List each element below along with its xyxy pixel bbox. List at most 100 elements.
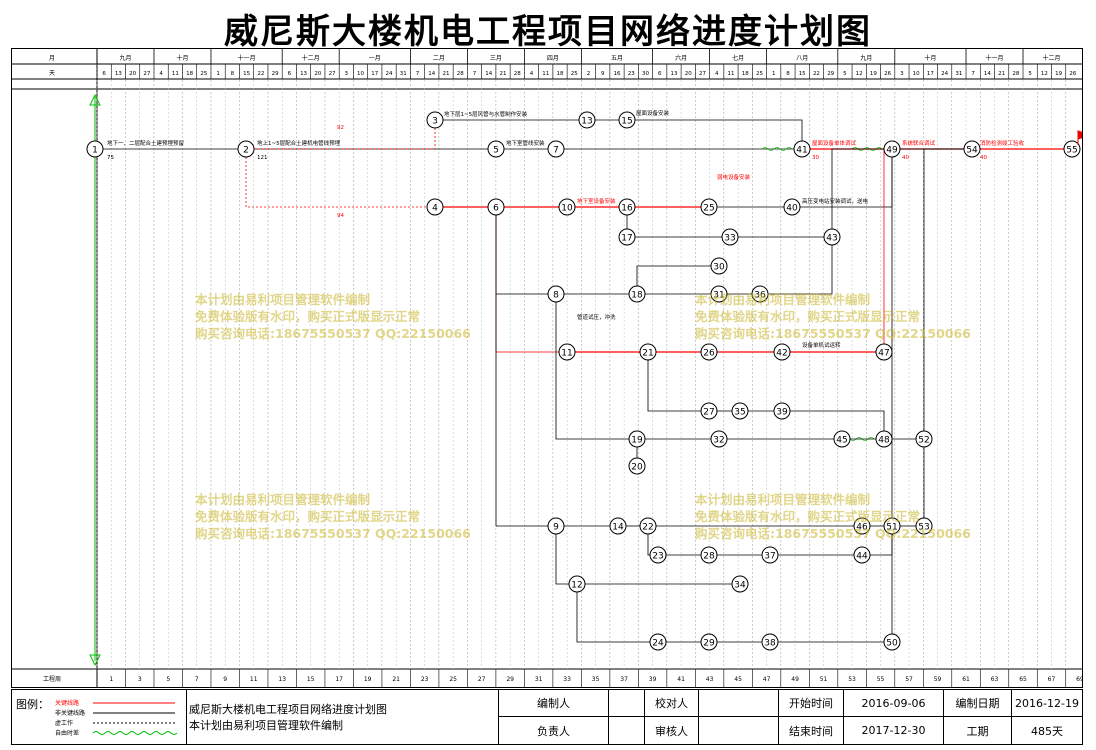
month-label: 八月 [796, 55, 808, 62]
activity-label: 屋面设备单体调试 [812, 139, 857, 147]
activity-label: 管道试压，冲洗 [577, 313, 616, 321]
week-label: 55 [877, 676, 885, 683]
event-node [558, 198, 576, 216]
activity-arrow [576, 592, 650, 643]
week-label: 17 [335, 676, 343, 683]
day-label: 31 [400, 71, 407, 77]
day-label: 22 [257, 71, 264, 77]
event-node [618, 198, 636, 216]
week-label: 29 [506, 676, 514, 683]
event-node-number: 48 [878, 436, 890, 446]
event-node [578, 111, 596, 129]
day-label: 20 [685, 71, 692, 77]
event-node [568, 575, 586, 593]
week-label: 19 [364, 676, 372, 683]
event-node-number: 17 [621, 234, 632, 244]
event-node-number: 10 [561, 204, 573, 214]
event-node-number: 16 [621, 204, 633, 214]
event-node-number: 3 [432, 117, 438, 127]
legend-swatches: 关键线路 非关键线路 虚工作 自由时差 [55, 699, 178, 737]
week-label: 65 [1019, 676, 1027, 683]
event-node [700, 546, 718, 564]
week-label: 49 [791, 676, 799, 683]
day-label: 10 [913, 71, 920, 77]
event-node-number: 41 [796, 146, 807, 156]
event-node-number: 20 [631, 463, 643, 473]
day-label: 11 [727, 71, 734, 77]
event-node [883, 633, 901, 651]
day-label: 14 [485, 71, 492, 77]
day-label: 14 [428, 71, 435, 77]
event-node-number: 1 [92, 146, 98, 156]
footer-software: 本计划由易利项目管理软件编制 [189, 719, 343, 732]
free-float-line [761, 147, 793, 151]
day-label: 21 [998, 71, 1005, 77]
event-node-number: 27 [703, 408, 714, 418]
event-node-number: 14 [612, 523, 624, 533]
week-label: 37 [620, 676, 628, 683]
month-label: 五月 [611, 55, 623, 62]
day-label: 18 [742, 71, 749, 77]
event-node-number: 26 [703, 349, 715, 359]
legend-item-dummy: 虚工作 [55, 719, 73, 727]
day-label: 8 [786, 71, 790, 77]
month-label: 十月 [176, 54, 188, 62]
day-label: 6 [658, 71, 662, 77]
watermark: 本计划由易利项目管理软件编制 免费体验版有水印，购买正式版显示正常 购买咨询电话… [695, 292, 971, 341]
day-label: 10 [357, 71, 364, 77]
start-label: 开始时间 [779, 690, 844, 717]
day-label: 29 [827, 71, 834, 77]
event-node [915, 430, 933, 448]
activity-arrow [555, 534, 569, 585]
date-value: 2016-12-19 [1012, 690, 1082, 717]
day-label: 21 [500, 71, 507, 77]
event-node-number: 49 [886, 146, 898, 156]
day-label: 19 [870, 71, 877, 77]
event-node [793, 140, 811, 158]
week-label: 69 [1076, 676, 1082, 683]
event-node-number: 19 [631, 436, 643, 446]
week-label: 25 [449, 676, 457, 683]
day-label: 17 [371, 71, 378, 77]
activity-arrow [768, 245, 833, 295]
activity-label: 94 [337, 213, 344, 219]
event-node-number: 40 [786, 204, 798, 214]
day-row-label: 天 [49, 70, 55, 77]
week-label: 47 [763, 676, 771, 683]
day-label: 18 [557, 71, 564, 77]
day-label: 25 [571, 71, 578, 77]
day-label: 20 [129, 71, 136, 77]
event-node-number: 15 [621, 117, 632, 127]
week-label: 1 [109, 676, 113, 683]
activity-label: 地下层1~5层风管与水管制作安装 [444, 110, 528, 118]
month-label: 十月 [924, 54, 936, 62]
event-node-number: 11 [561, 349, 572, 359]
event-node [1063, 140, 1081, 158]
activity-labels: 月天工程周九月十月十一月十二月一月二月三月四月五月六月七月八月九月十月十一月十二… [43, 54, 1084, 683]
event-node [628, 285, 646, 303]
week-label: 15 [307, 676, 315, 683]
duration-label: 工期 [944, 717, 1012, 744]
activity-arrow [555, 302, 629, 440]
day-label: 24 [941, 71, 948, 77]
day-label: 28 [1012, 71, 1019, 77]
checker-label: 校对人 [644, 690, 699, 717]
event-node [609, 517, 627, 535]
day-label: 26 [884, 71, 891, 77]
day-label: 5 [1028, 71, 1032, 77]
week-label: 31 [535, 676, 543, 683]
day-label: 11 [172, 71, 179, 77]
free-float-line [851, 147, 883, 151]
event-node-number: 29 [703, 639, 715, 649]
event-node [710, 285, 728, 303]
event-node-number: 38 [764, 639, 776, 649]
week-label: 63 [991, 676, 999, 683]
event-node-number: 51 [886, 523, 897, 533]
day-label: 25 [200, 71, 207, 77]
event-node-number: 43 [826, 234, 837, 244]
event-node-number: 4 [432, 204, 438, 214]
event-node-number: 31 [713, 291, 724, 301]
event-node [547, 517, 565, 535]
event-node-number: 23 [652, 552, 663, 562]
